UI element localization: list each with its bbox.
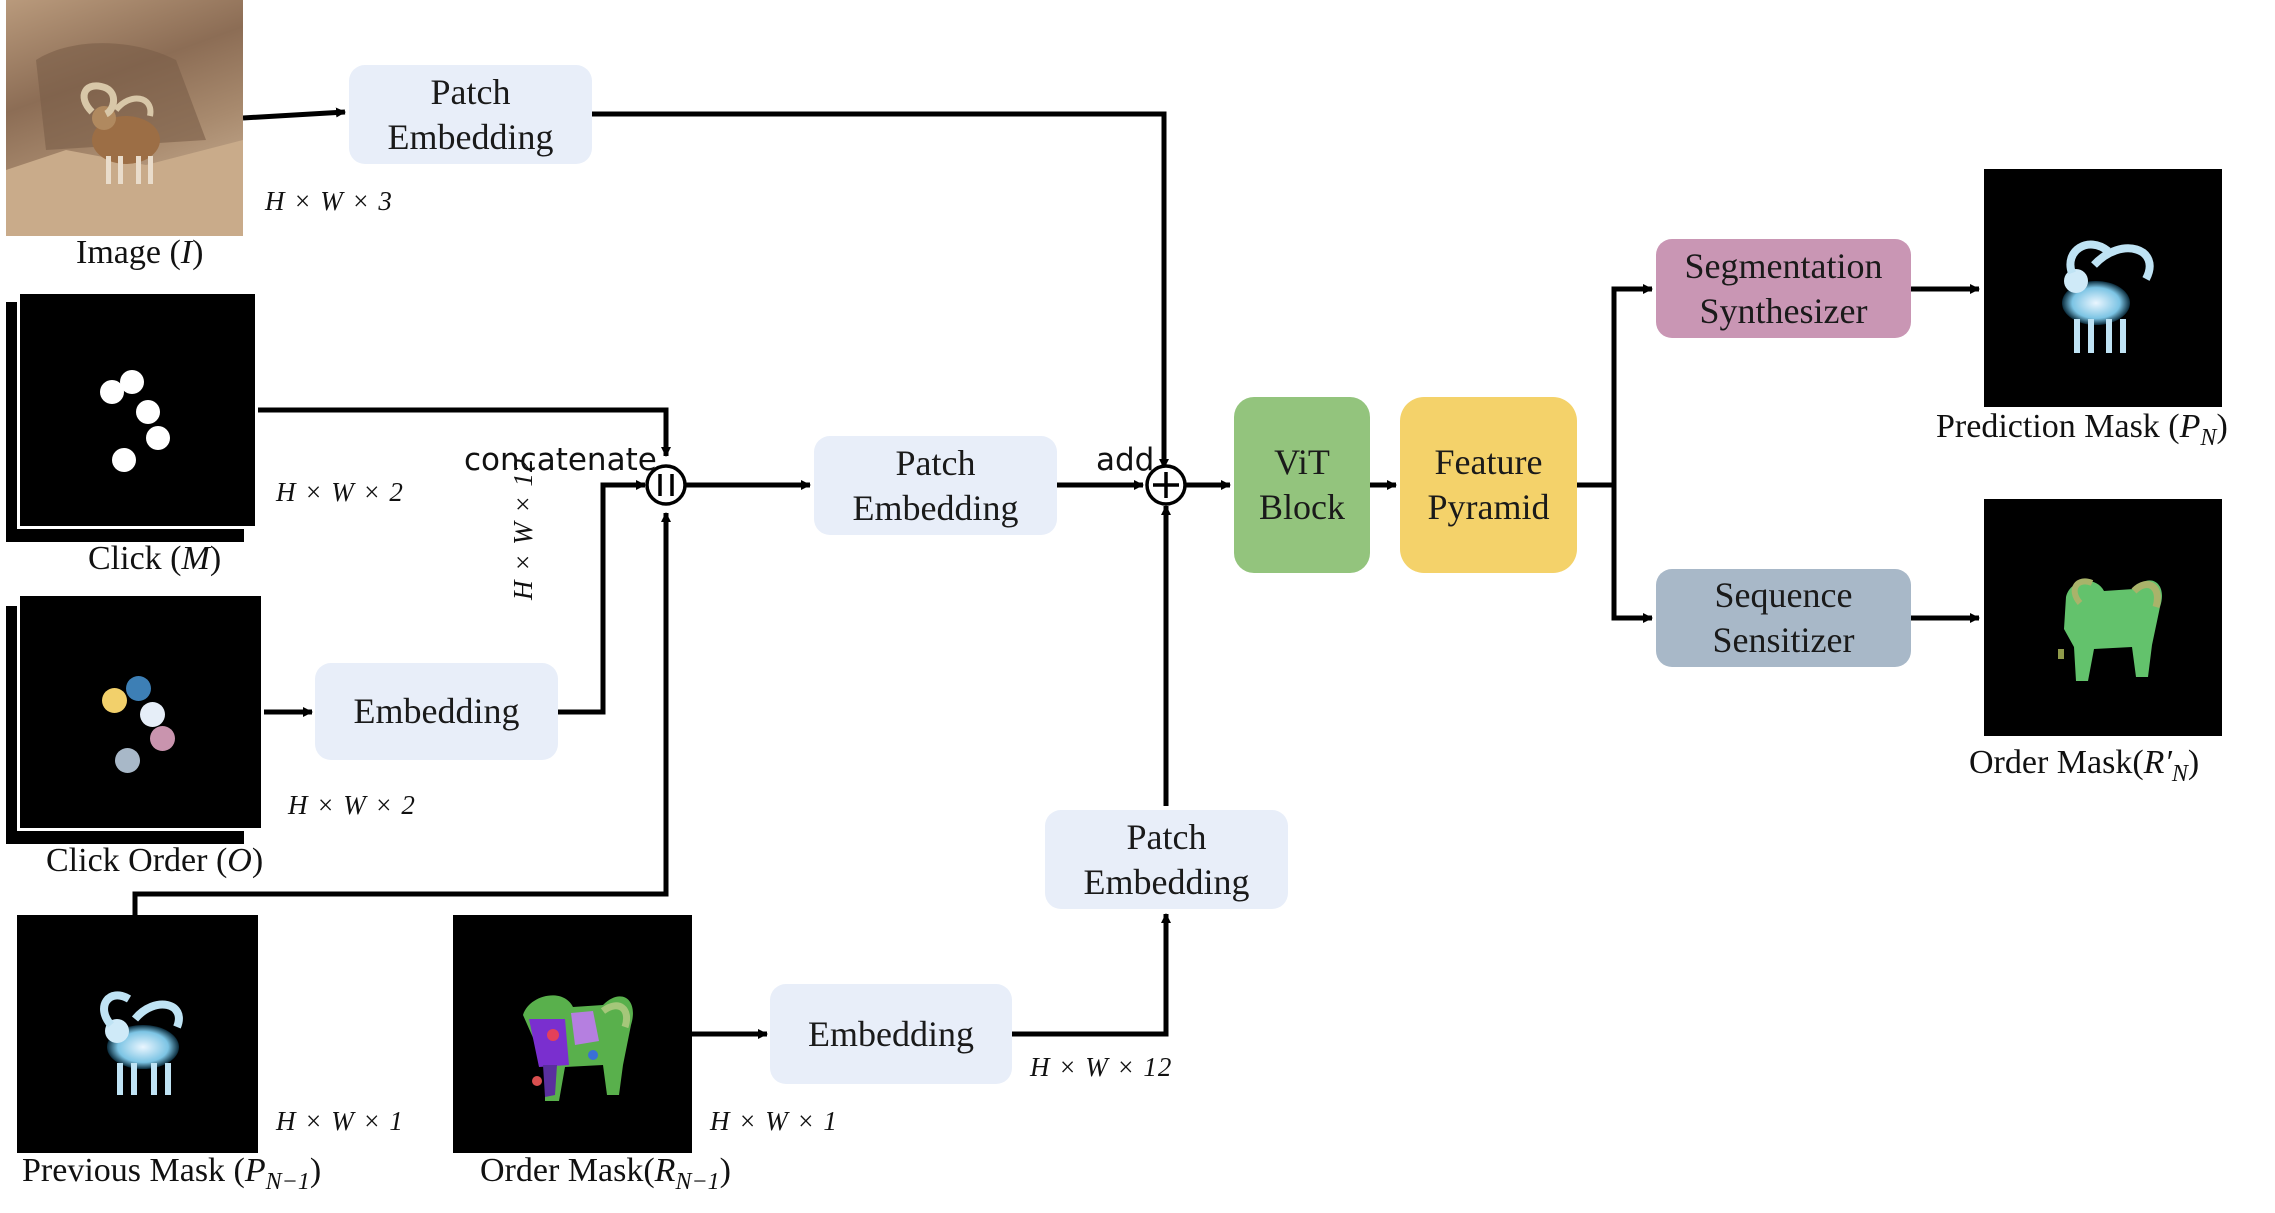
click-order-point	[150, 726, 175, 751]
arrow-fpn-to-seqsens	[1611, 485, 1653, 623]
caption-order-mask-output: Order Mask(R′N)	[1969, 744, 2200, 787]
arrow-embedding-to-concat	[558, 480, 646, 715]
dim-previous-mask: H × W × 1	[276, 1106, 404, 1136]
dim-click-order: H × W × 2	[288, 790, 416, 820]
caption-previous-mask: Previous Mask (PN−1)	[22, 1152, 322, 1195]
caption-click: Click (M)	[88, 540, 222, 577]
click-point	[136, 400, 160, 424]
arrow-image-to-patch	[242, 107, 346, 121]
dim-order-embedding: H × W × 12	[1030, 1052, 1173, 1082]
concatenate-label: concatenate	[464, 442, 657, 478]
click-point	[120, 370, 144, 394]
dim-order-mask-input: H × W × 1	[710, 1106, 838, 1136]
caption-prediction-mask: Prediction Mask (PN)	[1936, 408, 2228, 451]
click-order-point	[126, 676, 151, 701]
click-order-point	[102, 688, 127, 713]
circled-plus-icon	[1145, 464, 1187, 506]
ram-silhouette-icon	[2062, 240, 2154, 353]
click-order-point	[140, 702, 165, 727]
click-point	[112, 448, 136, 472]
previous-mask-image	[17, 915, 258, 1153]
arrow-prevmask-to-concat	[132, 512, 671, 915]
embedding-order-mask: Embedding	[770, 984, 1012, 1084]
dim-concat: H × W × 12	[508, 457, 538, 600]
ram-photo-icon	[6, 43, 243, 236]
arrow-fpn-to-segsynth	[1577, 284, 1653, 488]
arrow-embedding-to-patch-bottom	[1012, 913, 1171, 1037]
caption-order-mask-input: Order Mask(RN−1)	[480, 1152, 731, 1195]
order-mask-input-image	[453, 915, 692, 1153]
click-point	[146, 426, 170, 450]
click-order-map	[17, 593, 264, 831]
click-map	[17, 291, 258, 529]
ram-silhouette-icon	[100, 991, 183, 1095]
caption-click-order: Click Order (O)	[46, 842, 264, 879]
order-mask-output-image	[1984, 499, 2222, 736]
embedding-click-order: Embedding	[315, 663, 558, 760]
dim-click: H × W × 2	[276, 477, 404, 507]
click-order-point	[115, 748, 140, 773]
circled-parallel-icon	[645, 464, 687, 506]
input-image-thumbnail	[6, 0, 243, 236]
arrow-click-to-concat	[258, 407, 671, 457]
green-order-mask-icon	[2058, 578, 2162, 681]
caption-image: Image (I)	[76, 234, 204, 271]
dim-image: H × W × 3	[265, 186, 393, 216]
add-label: add	[1096, 442, 1155, 478]
arrow-patch-top-to-add	[592, 111, 1169, 469]
colored-order-mask-icon	[523, 995, 633, 1101]
prediction-mask-image	[1984, 169, 2222, 407]
